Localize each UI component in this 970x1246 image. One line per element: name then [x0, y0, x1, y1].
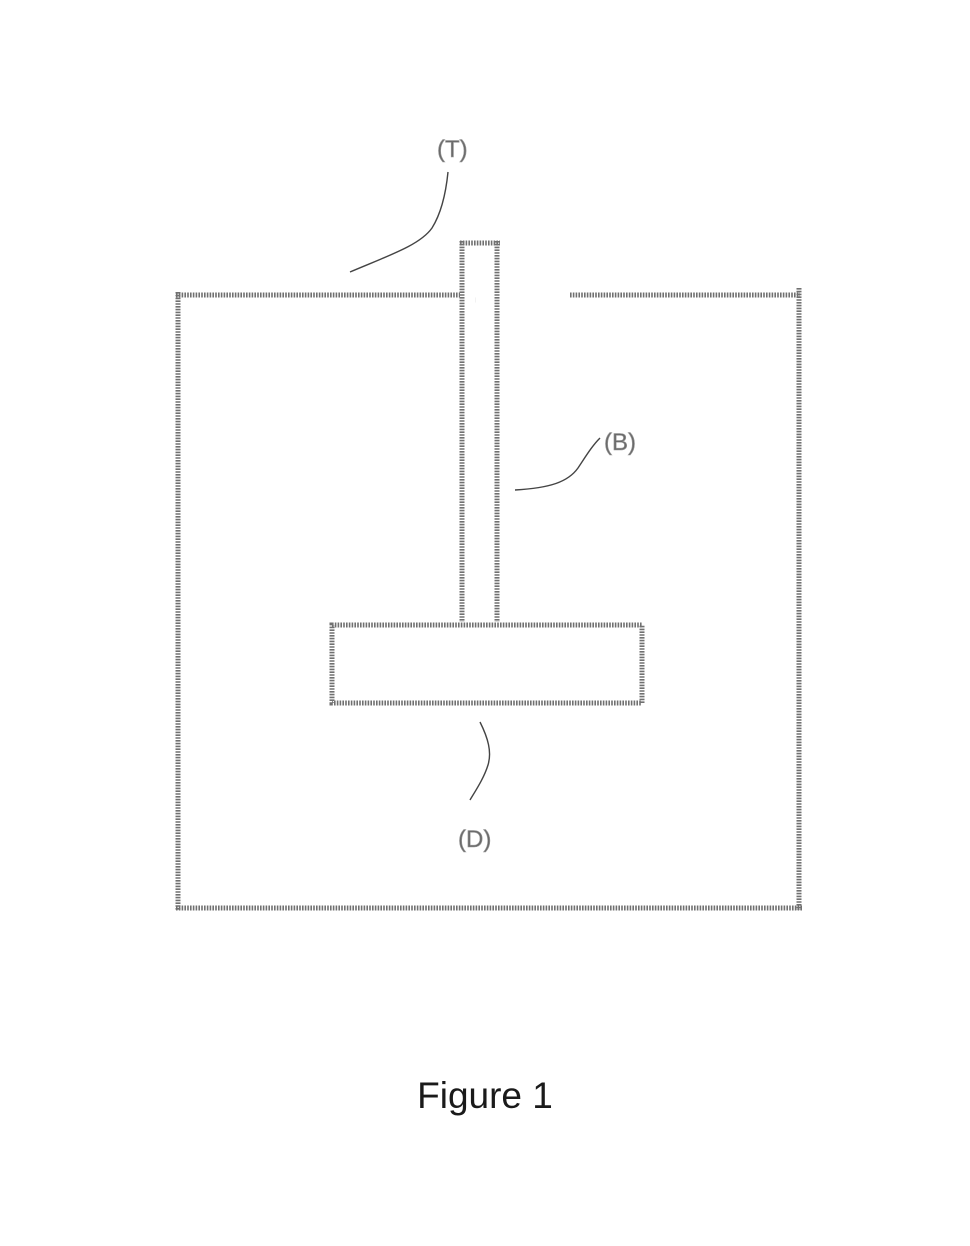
shaft-label: (B): [604, 429, 636, 456]
shaft: [459, 240, 500, 622]
figure-caption: Figure 1: [417, 1075, 553, 1116]
tank: [175, 288, 803, 911]
tank-leader-line: [349, 171, 449, 273]
disc-label: (D): [458, 826, 491, 853]
disc: [329, 622, 645, 706]
tank-label: (T): [437, 136, 468, 163]
shaft-leader-line: [514, 437, 601, 491]
disc-leader-line: [469, 721, 491, 801]
